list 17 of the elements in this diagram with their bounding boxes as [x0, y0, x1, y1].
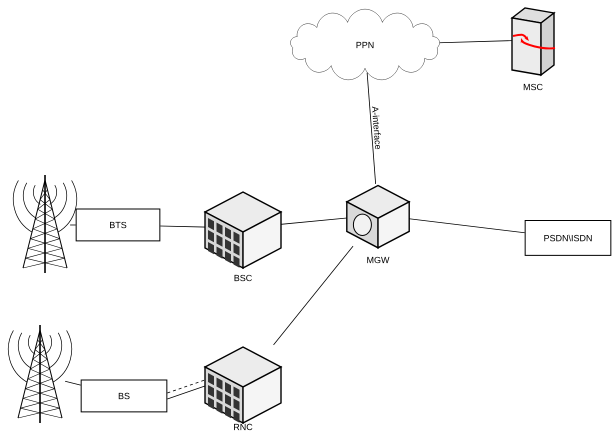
label-box: PSDN\ISDN	[524, 220, 612, 256]
connector-line	[408, 218, 526, 234]
connector-line	[273, 246, 354, 346]
node-label: MGW	[367, 256, 390, 264]
edge-label: A-interface	[372, 106, 381, 150]
node-label: RNC	[234, 424, 252, 430]
antenna-tower-drawing	[8, 325, 72, 423]
connector-line	[439, 40, 512, 44]
connector-line	[166, 380, 206, 394]
connector-line	[64, 380, 82, 386]
connector-line	[70, 224, 76, 226]
label-box: BTS	[76, 208, 160, 242]
label-box: BS	[80, 380, 168, 412]
connector-line	[166, 386, 206, 400]
antenna-tower-drawing	[12, 175, 78, 273]
node-label: MSC	[524, 84, 543, 90]
node-label: BSC	[234, 274, 252, 282]
